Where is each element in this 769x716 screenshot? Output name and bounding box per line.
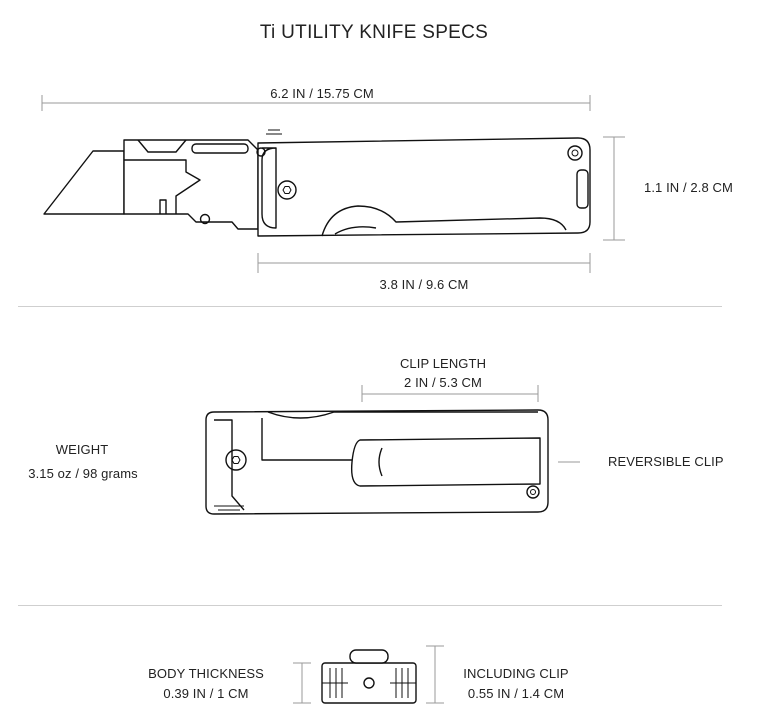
- clip-length-value: 2 IN / 5.3 CM: [404, 375, 482, 390]
- weight-heading: WEIGHT: [55, 442, 109, 457]
- height-dimension-line: [603, 136, 625, 241]
- body-thickness-dimension-line: [293, 662, 311, 704]
- overall-length-dimension-line: [41, 95, 591, 111]
- page-title: Ti UTILITY KNIFE SPECS: [259, 22, 489, 43]
- reversible-clip-label: REVERSIBLE CLIP: [608, 454, 724, 469]
- including-clip-value: 0.55 IN / 1.4 CM: [467, 686, 565, 701]
- clip-length-heading: CLIP LENGTH: [399, 356, 487, 371]
- handle-length-dimension-line: [257, 253, 591, 273]
- section-divider-bottom: [18, 605, 722, 606]
- section-divider-top: [18, 306, 722, 307]
- clip-length-dimension-line: [361, 385, 539, 402]
- height-label: 1.1 IN / 2.8 CM: [644, 180, 733, 195]
- weight-value: 3.15 oz / 98 grams: [28, 466, 138, 481]
- including-clip-heading: INCLUDING CLIP: [463, 666, 569, 681]
- body-thickness-heading: BODY THICKNESS: [148, 666, 264, 681]
- including-clip-dimension-line: [426, 645, 444, 704]
- overall-length-label: 6.2 IN / 15.75 CM: [270, 86, 374, 101]
- knife-end-view: [321, 649, 417, 704]
- knife-side-view: [43, 129, 591, 237]
- body-thickness-value: 0.39 IN / 1 CM: [163, 686, 249, 701]
- knife-clip-view: [205, 409, 549, 515]
- handle-length-label: 3.8 IN / 9.6 CM: [379, 277, 469, 292]
